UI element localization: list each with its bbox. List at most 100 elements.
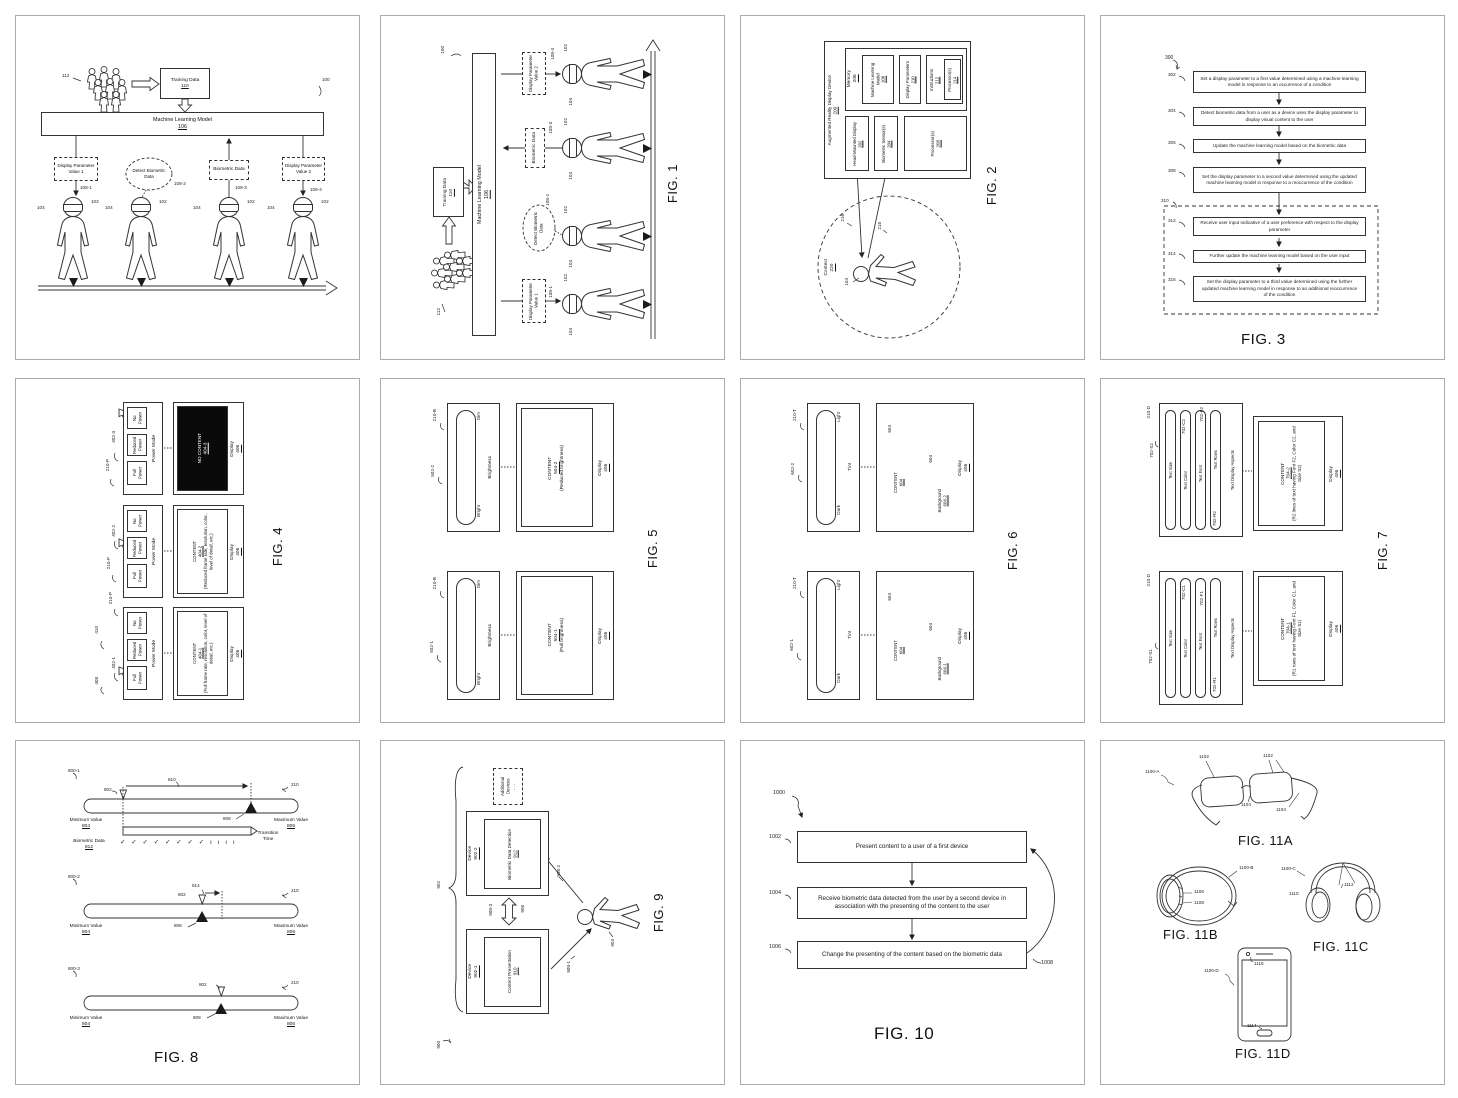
slider-end-label: Bright (476, 673, 481, 686)
ref-label: 800-2 (68, 874, 80, 879)
slider-end-label: Light (836, 412, 841, 422)
flow-step-1006: Change the presenting of the content bas… (797, 941, 1027, 969)
ref-label: 216 (840, 214, 845, 222)
user-figure (853, 254, 916, 287)
ref-label: 210-T (792, 409, 797, 422)
power-mode-label: Power Mode (152, 435, 157, 462)
ref-label: 1110 (1289, 891, 1299, 896)
thumbnail-fig3[interactable]: 300 Set a display parameter to a first v… (1100, 15, 1445, 360)
ref-label: 102 (91, 199, 99, 204)
text-font-slider (1195, 578, 1206, 698)
tint-slider (816, 410, 836, 525)
slider-end-label: Dark (836, 673, 841, 683)
ref-label: 802 (199, 982, 207, 987)
ref-label: 316 (1168, 277, 1176, 282)
ref-label: 1100-B (1239, 865, 1254, 870)
fig11-artwork (1101, 741, 1445, 1085)
fig9-artwork (381, 741, 640, 1085)
ref-label: 104 (568, 328, 573, 336)
ref-label: 312 (1168, 218, 1176, 223)
fig-caption: FIG. 11A (1238, 833, 1294, 848)
vr-user-figure (562, 58, 645, 90)
headphones-sketch (1297, 863, 1380, 922)
ref-label: 210-P (105, 459, 110, 472)
fig4-artwork (16, 408, 360, 723)
thumbnail-fig4[interactable]: No Power Reduced Power Full Power Power … (15, 378, 360, 723)
ref-label: 808 (174, 923, 182, 928)
ref-label: 1102 (1199, 754, 1209, 759)
ref-label: 808 (193, 1015, 201, 1020)
processors-214-box: Processor(s)214 (944, 59, 961, 100)
ref-label: 102 (563, 118, 568, 126)
flow-step-304: Detect biometric data from a user as a d… (1193, 107, 1366, 126)
ref-label: 402-2 (111, 525, 116, 537)
slider-end-label: Light (836, 580, 841, 590)
ref-label: 1008 (1041, 960, 1053, 966)
flow-step-314: Further update the machine learning mode… (1193, 250, 1366, 263)
fig8-artwork (16, 741, 360, 1085)
ref-label: 302 (1168, 72, 1176, 77)
ref-label: 100 (322, 77, 330, 82)
ref-label: 1114 (1247, 1023, 1257, 1028)
text-color-slider (1180, 410, 1191, 530)
brightness-slider (456, 578, 476, 693)
fig-caption: FIG. 4 (270, 527, 285, 567)
ref-label: 402-1 (111, 657, 116, 669)
ref-label: 502-1 (429, 641, 434, 653)
flow-step-316: Set the display parameter to a third val… (1193, 276, 1366, 302)
ref-label: 702-S1 (1148, 649, 1153, 664)
axis-label: Brightness (488, 455, 493, 479)
additional-devices-box: Additional Devices. . . (493, 768, 523, 805)
ref-label: 904 (610, 939, 615, 947)
user-figure (577, 897, 640, 930)
ref-label: 210-B (432, 577, 437, 590)
slider-end-label: Dark (836, 505, 841, 515)
thumbnail-fig10[interactable]: 1000 Present content to a user of a firs… (740, 740, 1085, 1085)
reduced-power-button: Reduced Power (127, 537, 147, 559)
ref-label: 906 (520, 905, 525, 913)
crowd-icon (88, 67, 127, 113)
thumbnail-fig5[interactable]: Dim Bright Brightness 210-B 502-2 CONTEN… (380, 378, 725, 723)
text-size-slider (1165, 578, 1176, 698)
power-mode-label: Power Mode (152, 640, 157, 667)
thumbnail-fig11[interactable]: 1100-A 1102 1102 1104 1104 FIG. 11A 1100… (1100, 740, 1445, 1085)
ref-label: 104 (568, 260, 573, 268)
smartwatch-sketch (1157, 867, 1237, 925)
biometric-sensors-box: Biometric Sensor(s)204 (874, 116, 898, 171)
flow-step-302: Set a display parameter to a first value… (1193, 71, 1366, 93)
thumbnail-fig7[interactable]: Text Size Text Color Text Font Text Rows… (1100, 378, 1445, 723)
flow-step-312: Receive user input indicative of a user … (1193, 217, 1366, 236)
ref-label: 1100-C (1281, 866, 1296, 871)
ref-label: 104 (844, 278, 849, 286)
biometric-data-box: Biometric Data (525, 128, 545, 168)
fig-caption: FIG. 1 (665, 164, 680, 204)
smart-glasses-sketch (1161, 760, 1317, 825)
ref-label: 802 (104, 787, 112, 792)
text-rows-slider (1210, 578, 1221, 698)
flow-step-1004: Receive biometric data detected from the… (797, 887, 1027, 919)
fig-caption: FIG. 10 (874, 1024, 935, 1043)
ref-label: 104 (568, 172, 573, 180)
ref-label: 102 (563, 274, 568, 282)
ref-label: 502-2 (430, 465, 435, 477)
fig-caption: FIG. 11B (1163, 927, 1219, 942)
context-circle (818, 196, 960, 338)
